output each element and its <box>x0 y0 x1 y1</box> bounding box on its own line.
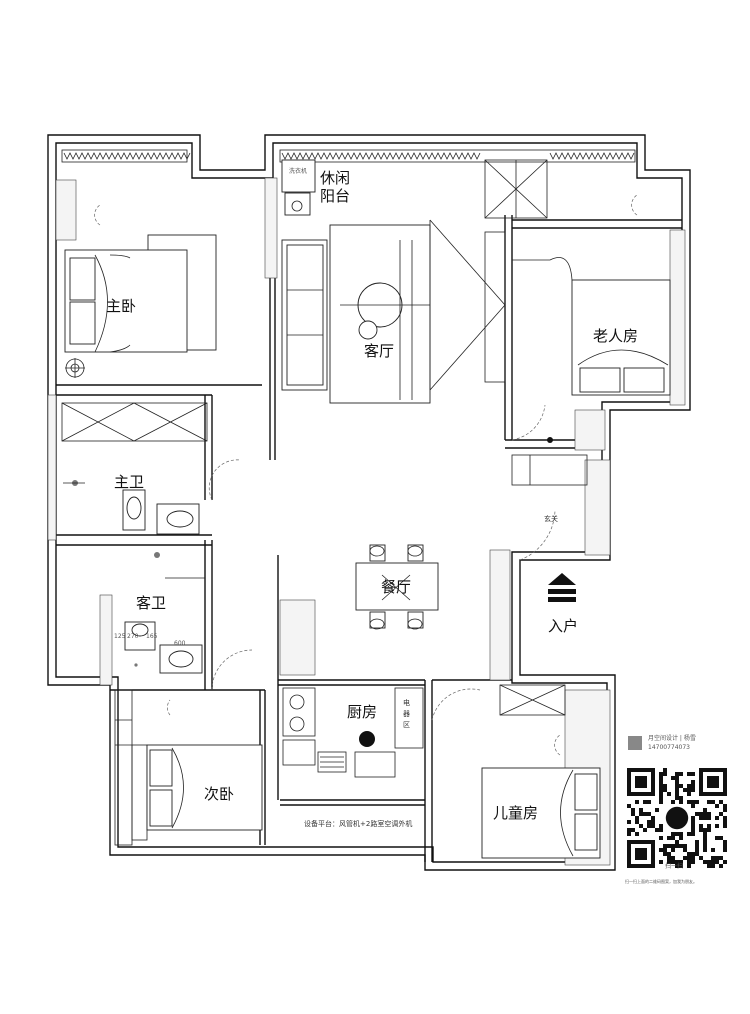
fridge-area-label: 电 器 区 <box>403 698 410 729</box>
guest-bath <box>124 552 253 691</box>
annotations: 设备平台：风管机+2路室空调外机 洗衣机 125 270 165 600 <box>114 167 412 828</box>
equipment-platform-note: 设备平台：风管机+2路室空调外机 <box>304 819 412 828</box>
interior-walls <box>56 178 682 862</box>
avatar <box>628 736 642 750</box>
label-dining: 餐厅 <box>381 578 411 596</box>
label-leisure-1: 休闲 <box>320 169 350 187</box>
dim-270: 270 <box>127 633 139 640</box>
entrance-arrow-icon <box>548 573 576 602</box>
room-labels: 主卧 休闲 阳台 客厅 老人房 主卫 玄关 客卫 餐厅 入户 厨房 次卧 儿童房 <box>106 169 638 822</box>
washer-label: 洗衣机 <box>289 167 307 175</box>
label-master-bath: 主卫 <box>114 473 144 491</box>
label-kids-room: 儿童房 <box>493 804 538 822</box>
kids-room <box>481 684 601 859</box>
designer-phone: 14700774073 <box>648 744 690 751</box>
fridge-char-2: 器 <box>403 710 410 718</box>
label-living-room: 客厅 <box>364 342 394 360</box>
label-kitchen: 厨房 <box>347 703 377 721</box>
dim-125: 125 <box>114 633 126 640</box>
qr-code-icon <box>625 766 729 870</box>
balcony-railings <box>61 149 636 163</box>
label-guest-bath: 客卫 <box>136 594 166 612</box>
second-bedroom <box>114 689 263 846</box>
shower-icon <box>63 480 85 486</box>
label-entrance: 入户 <box>548 617 578 635</box>
railing-pattern <box>63 152 191 160</box>
kitchen <box>282 687 481 778</box>
fridge-char-3: 区 <box>403 721 410 729</box>
designer-name: 月空间设计 | 杨雪 <box>648 734 696 742</box>
label-second-bedroom: 次卧 <box>204 785 234 803</box>
plant-icon <box>65 358 85 378</box>
label-leisure-2: 阳台 <box>320 187 350 205</box>
designer-card: 月空间设计 | 杨雪 14700774073 扫一扫 扫一扫上面的二维码图案，加… <box>625 734 729 884</box>
label-master-bedroom: 主卧 <box>106 297 136 315</box>
label-elder-room: 老人房 <box>593 327 638 345</box>
elder-room <box>511 257 671 443</box>
master-bedroom <box>64 204 217 378</box>
dining-area <box>355 544 439 630</box>
qr-caption: 扫一扫 <box>665 862 683 870</box>
foyer <box>511 454 588 602</box>
dim-600: 600 <box>174 640 186 647</box>
leisure-balcony <box>281 159 638 219</box>
dim-165: 165 <box>146 633 158 640</box>
railing-pattern <box>549 152 635 160</box>
living-room <box>281 219 506 404</box>
qr-footer: 扫一扫上面的二维码图案，加我为朋友。 <box>625 878 697 884</box>
fridge-char-1: 电 <box>403 698 410 707</box>
label-foyer: 玄关 <box>544 514 558 523</box>
railing-pattern <box>281 152 481 160</box>
master-bath <box>61 402 241 535</box>
